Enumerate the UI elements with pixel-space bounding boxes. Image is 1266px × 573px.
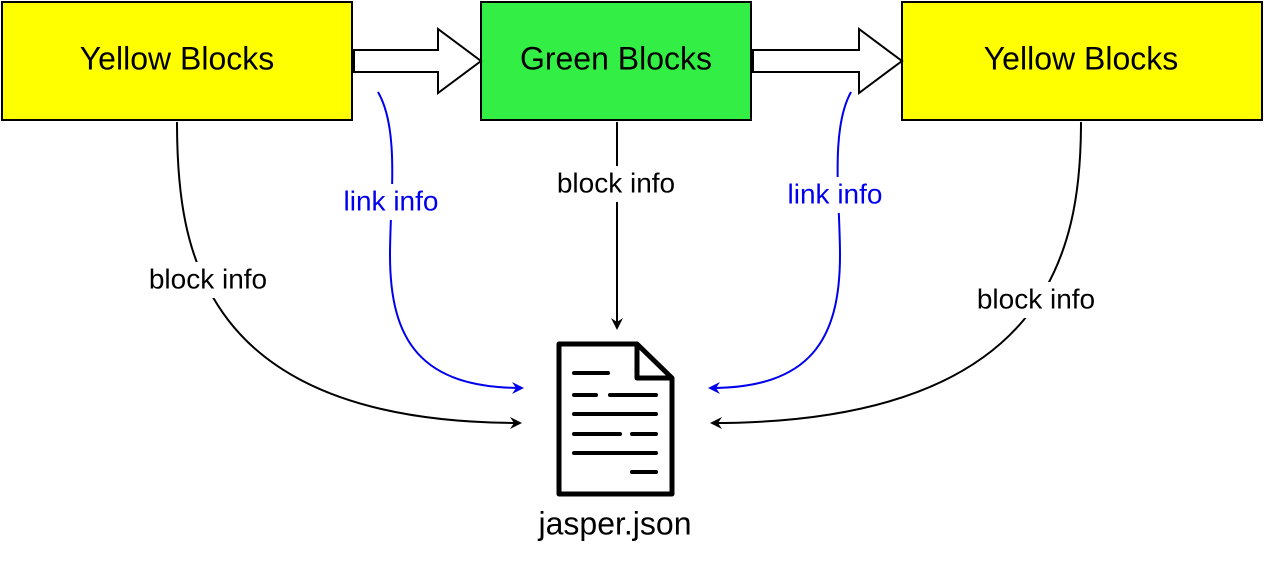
left-block-info-label: block info: [149, 263, 267, 294]
right-link-info-label: link info: [788, 178, 883, 209]
yellow-blocks-right-label: Yellow Blocks: [984, 40, 1178, 76]
right-block-info-label: block info: [977, 283, 1095, 314]
right-block-info-edge: [710, 121, 1082, 429]
green-blocks: Green Blocks: [480, 1, 752, 121]
flow-arrow-left: [353, 27, 483, 95]
file-label: jasper.json: [538, 505, 692, 541]
document-icon: [556, 341, 675, 497]
yellow-blocks-left: Yellow Blocks: [1, 1, 353, 121]
left-link-info-label: link info: [344, 185, 439, 216]
green-blocks-label: Green Blocks: [520, 40, 712, 76]
yellow-blocks-right: Yellow Blocks: [901, 1, 1263, 121]
left-link-info-edge: [377, 91, 524, 394]
left-block-info-edge: [176, 121, 522, 429]
right-link-info-edge: [708, 91, 852, 394]
center-block-info-label: block info: [557, 167, 675, 198]
flow-arrow-right: [752, 27, 904, 95]
yellow-blocks-left-label: Yellow Blocks: [80, 40, 274, 76]
